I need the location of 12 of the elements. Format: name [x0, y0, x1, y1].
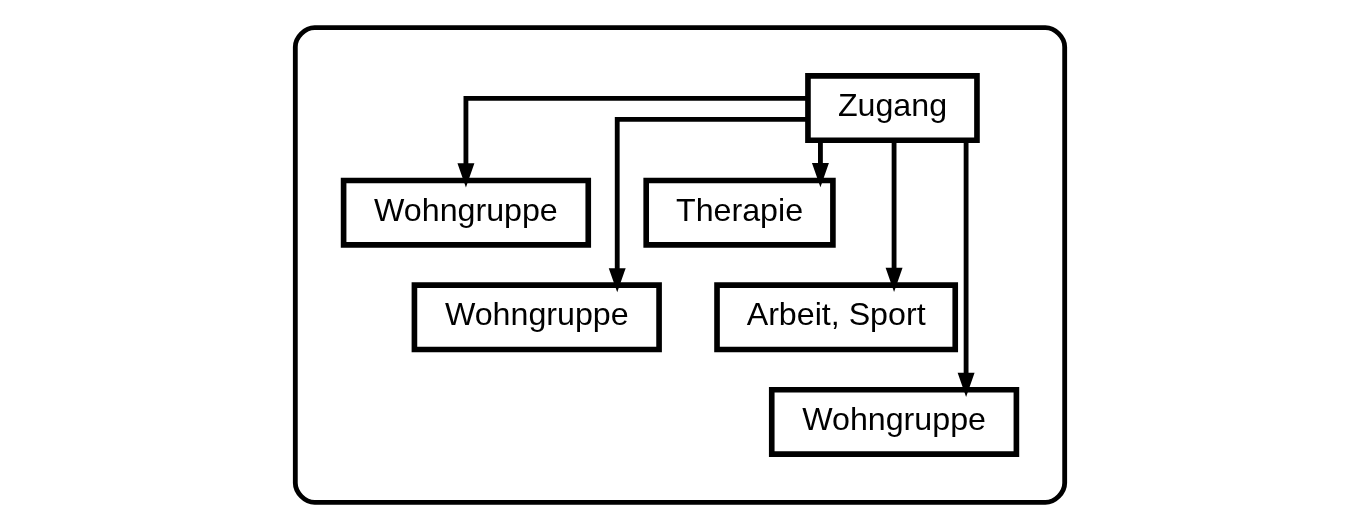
- node-box: Wohngruppe: [411, 282, 662, 353]
- node-box: Wohngruppe: [340, 177, 591, 248]
- arrow: [608, 116, 808, 293]
- node-box: Wohngruppe: [768, 386, 1019, 457]
- node-box: Arbeit, Sport: [713, 282, 958, 353]
- cluster: [292, 25, 1067, 505]
- arrow: [885, 140, 903, 292]
- arrow: [456, 96, 808, 188]
- arrow: [957, 140, 975, 398]
- node-box: Therapie: [642, 177, 836, 248]
- arrow: [811, 140, 829, 188]
- node-box: Zugang: [804, 73, 980, 144]
